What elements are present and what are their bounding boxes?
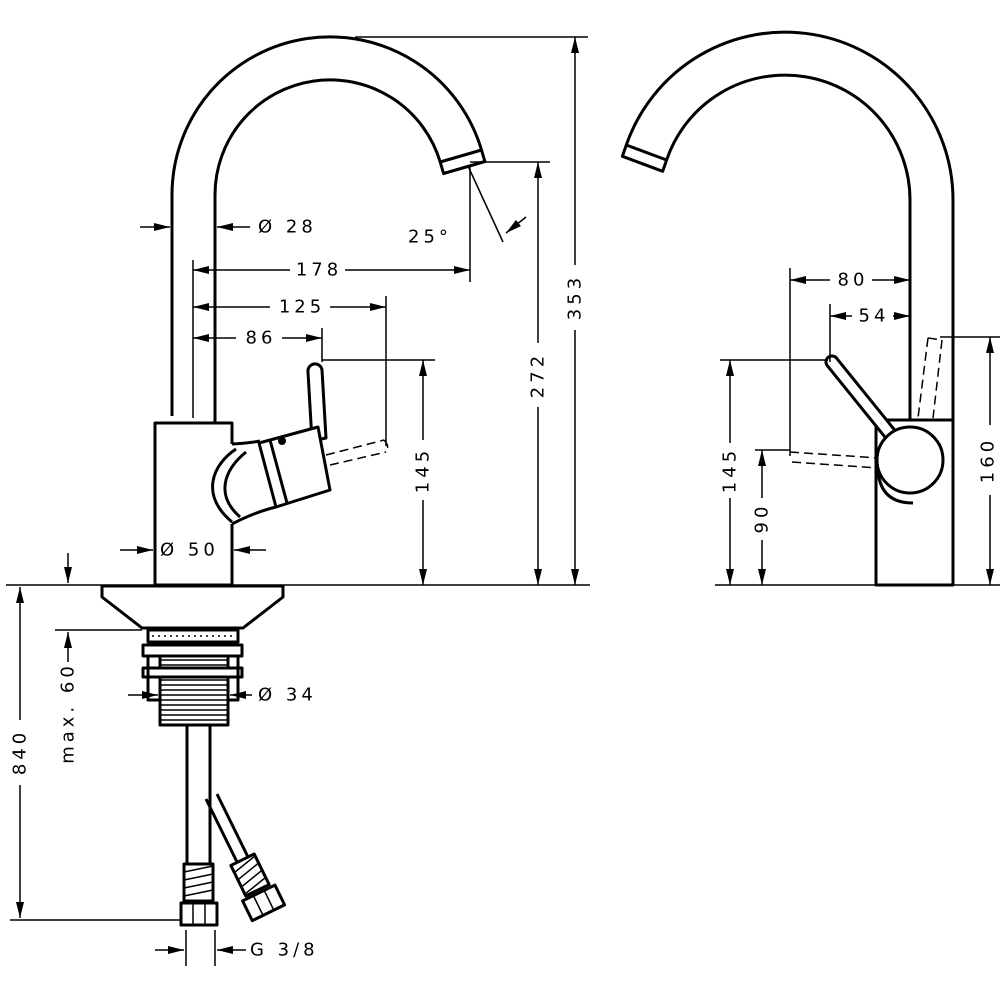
label-lever-height-front: 145 xyxy=(720,447,741,493)
base-plate xyxy=(100,584,285,630)
hose-crimp-sleeve xyxy=(229,852,271,898)
label-spout-reach: 178 xyxy=(296,260,342,281)
label-lever-pivot-height: 90 xyxy=(752,503,773,534)
hose-connector-nut xyxy=(241,883,287,923)
supply-hose-straight xyxy=(179,725,219,927)
mounting-clamp xyxy=(146,654,240,702)
dimension-body-diameter: Ø 50 xyxy=(120,540,266,561)
faucet-body xyxy=(153,421,234,587)
dimension-hose-length: 840 xyxy=(10,587,182,921)
label-hose-length: 840 xyxy=(10,729,31,775)
label-total-height: 353 xyxy=(565,274,586,320)
dimension-lever-height-front: 145 xyxy=(720,359,828,585)
dimension-spout-angle: 25° xyxy=(408,165,527,248)
label-body-diameter: Ø 50 xyxy=(160,540,219,561)
dimension-shank-diameter: Ø 34 xyxy=(128,685,317,706)
lever-rod xyxy=(306,362,328,443)
spout-front xyxy=(620,30,955,420)
lever-open-position xyxy=(325,439,389,466)
dimension-outlet-height: 272 xyxy=(470,161,550,585)
dimension-lever-offset-inner: 54 xyxy=(829,304,910,362)
dimension-lever-offset: 80 xyxy=(789,268,911,456)
label-lever-height: 145 xyxy=(413,447,434,493)
dimension-lever-reach: 86 xyxy=(193,328,323,362)
hose-connector-nut xyxy=(179,901,219,927)
dimension-deck-thickness: max. 60 xyxy=(55,553,142,764)
label-lever-offset-inner: 54 xyxy=(859,306,890,327)
mounting-nut-ring xyxy=(141,666,244,679)
label-deck-thickness: max. 60 xyxy=(58,662,79,764)
gasket xyxy=(146,628,240,644)
dimension-spout-diameter: Ø 28 xyxy=(140,217,317,238)
dimension-lever-height: 145 xyxy=(322,359,435,585)
dimension-spout-reach: 178 xyxy=(192,166,471,418)
lever-hub-front xyxy=(875,425,945,495)
lever-pivot-dot xyxy=(278,437,286,445)
label-spout-diameter: Ø 28 xyxy=(258,217,317,238)
lever-hinge xyxy=(211,439,277,526)
lever-rod-front xyxy=(824,354,902,445)
spout-outlet-front xyxy=(620,143,669,173)
lever-open-position-front xyxy=(917,337,943,419)
lever-base-front xyxy=(876,469,914,505)
lever-cartridge xyxy=(257,425,332,509)
dimension-total-height: 353 xyxy=(355,36,588,585)
label-outlet-height: 272 xyxy=(528,352,549,398)
lever-handle xyxy=(257,362,389,509)
label-lever-open-height: 160 xyxy=(978,437,999,483)
label-lever-reach-open: 125 xyxy=(279,297,325,318)
side-view: Ø 28 25° 178 125 86 xyxy=(6,35,590,966)
lever-lower-position-front xyxy=(789,451,879,469)
mounting-shank xyxy=(141,628,244,727)
supply-hose-angled xyxy=(204,793,287,923)
label-connection-thread: G 3/8 xyxy=(250,940,319,961)
spout xyxy=(170,35,487,423)
label-lever-offset: 80 xyxy=(838,270,869,291)
front-view: 80 54 145 90 160 xyxy=(620,30,1000,587)
dimension-lever-open-height: 160 xyxy=(940,336,1000,585)
label-spout-angle: 25° xyxy=(408,227,452,248)
mounting-nut-flange xyxy=(141,643,244,658)
dimension-connection-thread: G 3/8 xyxy=(155,930,319,966)
label-shank-diameter: Ø 34 xyxy=(258,685,317,706)
dimension-lever-pivot-height: 90 xyxy=(752,449,790,585)
label-lever-reach: 86 xyxy=(246,328,277,349)
dimension-lever-reach-open: 125 xyxy=(193,296,387,446)
